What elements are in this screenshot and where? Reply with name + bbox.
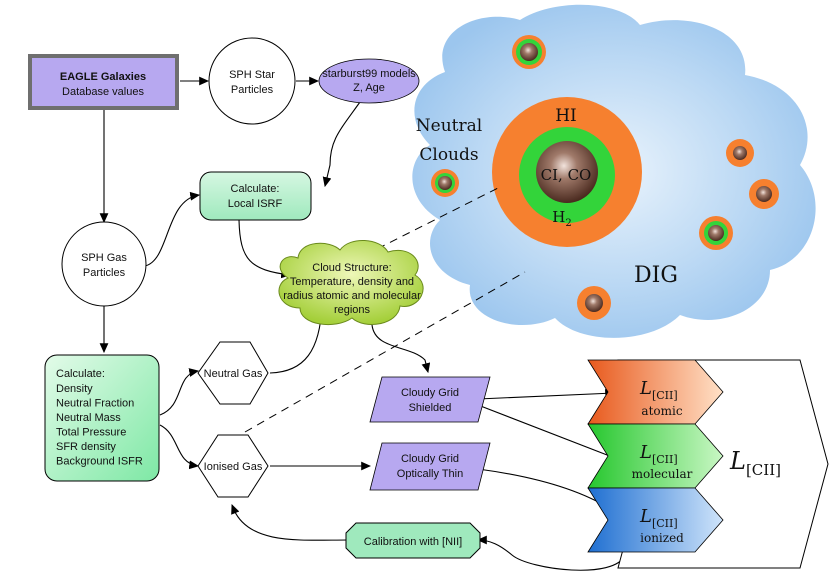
sph-gas-particles-node: SPH Gas Particles: [61, 221, 147, 307]
isrf-line2: Local ISRF: [228, 198, 283, 210]
lcii-ionized-label: ionized: [640, 531, 684, 545]
starburst99-node: starburst99 models Z, Age: [318, 58, 420, 104]
calc-item: Neutral Fraction: [56, 398, 134, 410]
calc-item: Neutral Mass: [56, 412, 121, 424]
small-cloud: [699, 216, 733, 250]
calc-item: Background ISFR: [56, 456, 143, 468]
cloud-structure-line2: Temperature, density and: [290, 276, 414, 288]
small-cloud: [512, 35, 546, 69]
calc-title: Calculate:: [56, 368, 105, 380]
cloud-label-ci-co: CI, CO: [541, 166, 592, 184]
cloud-label-hi: HI: [555, 106, 577, 126]
lcii-atomic-label: atomic: [641, 404, 682, 418]
eagle-galaxies-box: EAGLE Galaxies Database values: [28, 54, 179, 110]
lcii-molecular-symbol: L[CII]: [639, 442, 678, 466]
cloud-illustration: Neutral Clouds HI CI, CO H2 DIG: [412, 4, 816, 338]
calibration-node: Calibration with [NII]: [345, 522, 481, 559]
small-cloud: [726, 139, 754, 167]
starburst-line1: starburst99 models: [322, 68, 416, 80]
dashed-link: [244, 271, 526, 433]
lcii-output: L[CII] atomic L[CII] molecular L[CII] io…: [587, 359, 829, 569]
sph-star-line1: SPH Star: [229, 69, 275, 81]
cloud-structure-node: Cloud Structure: Temperature, density an…: [278, 240, 424, 326]
ionised-gas-node: Ionised Gas: [197, 434, 269, 498]
cloud-structure-line1: Cloud Structure:: [312, 262, 391, 274]
lcii-atomic-symbol: L[CII]: [639, 378, 678, 402]
neutral-gas-node: Neutral Gas: [197, 341, 269, 405]
calc-item: Density: [56, 383, 93, 395]
small-cloud: [749, 179, 779, 209]
sph-star-particles-node: SPH Star Particles: [208, 37, 296, 125]
calculate-local-isrf-box: Calculate: Local ISRF: [199, 171, 312, 221]
thin-line1: Cloudy Grid: [401, 453, 459, 465]
dashed-link: [364, 186, 501, 256]
sph-gas-line2: Particles: [83, 267, 126, 279]
small-cloud: [431, 169, 459, 197]
cloudy-grid-shielded-node: Cloudy Grid Shielded: [369, 376, 491, 423]
lcii-ionized-chevron: [587, 487, 724, 553]
sph-star-line2: Particles: [231, 84, 274, 96]
cloud-label-dig: DIG: [634, 263, 678, 288]
lcii-total-symbol: L[CII]: [729, 447, 781, 479]
sph-gas-line1: SPH Gas: [81, 252, 127, 264]
ci-co-core: [536, 141, 598, 203]
neutral-gas-label: Neutral Gas: [204, 368, 263, 380]
eagle-title: EAGLE Galaxies: [60, 71, 146, 83]
calc-item: Total Pressure: [56, 427, 126, 439]
shielded-line1: Cloudy Grid: [401, 387, 459, 399]
ionised-gas-label: Ionised Gas: [204, 461, 263, 473]
eagle-subtitle: Database values: [62, 86, 144, 98]
thin-line2: Optically Thin: [397, 468, 463, 480]
small-cloud: [577, 286, 611, 320]
cloud-label-neutral: Neutral: [416, 116, 482, 136]
cloudy-grid-thin-node: Cloudy Grid Optically Thin: [369, 442, 491, 491]
starburst-line2: Z, Age: [353, 82, 385, 94]
isrf-line1: Calculate:: [231, 183, 280, 195]
calc-item: SFR density: [56, 441, 116, 453]
shielded-line2: Shielded: [409, 402, 452, 414]
calibration-label: Calibration with [NII]: [364, 536, 462, 548]
cloud-label-clouds: Clouds: [419, 145, 478, 165]
lcii-ionized-symbol: L[CII]: [639, 506, 678, 530]
cloud-structure-line3: radius atomic and molecular: [283, 290, 421, 302]
cloud-label-h2: H2: [552, 208, 571, 229]
cloud-structure-line4: regions: [334, 304, 371, 316]
lcii-molecular-label: molecular: [632, 467, 693, 481]
